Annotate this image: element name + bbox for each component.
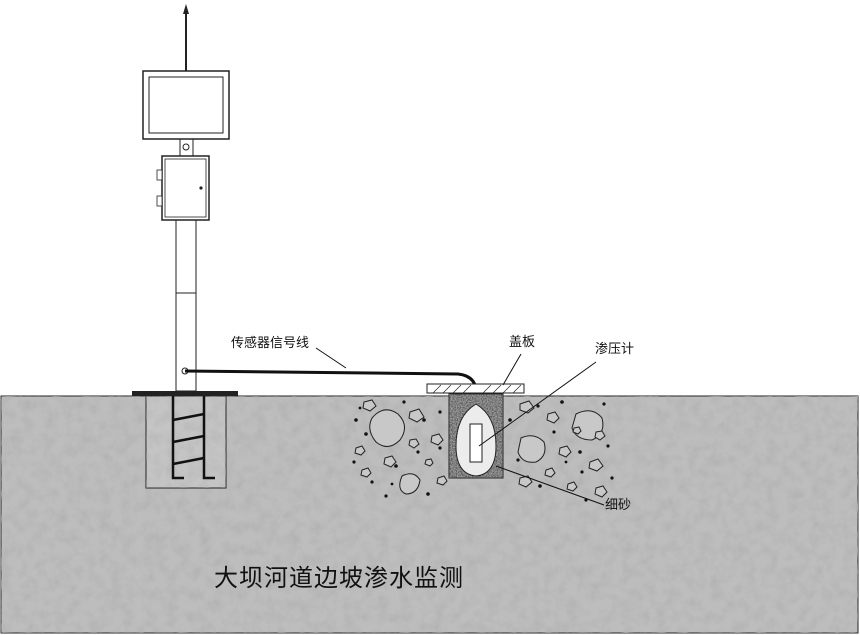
gravel-field [354,399,608,498]
monitoring-pole [175,137,197,392]
diagram-title: 大坝河道边坡渗水监测 [214,564,464,592]
sensor-cable-label: 传感器信号线 [231,336,310,351]
piezometer [469,423,483,463]
base-plate [132,391,238,396]
leader-lines [315,347,605,506]
ground-body [0,395,859,634]
foundation-pit [145,395,227,489]
solar-panel [142,70,230,140]
lightning-rod [183,4,189,72]
control-cabinet [156,155,210,221]
piezometer-label: 渗压计 [595,342,635,357]
anchor-rebars [171,396,215,480]
fine-sand-label: 细砂 [605,498,632,513]
gravel-dots [352,400,614,502]
cover-plate-label: 盖板 [509,335,536,350]
cover-plate [426,383,525,394]
